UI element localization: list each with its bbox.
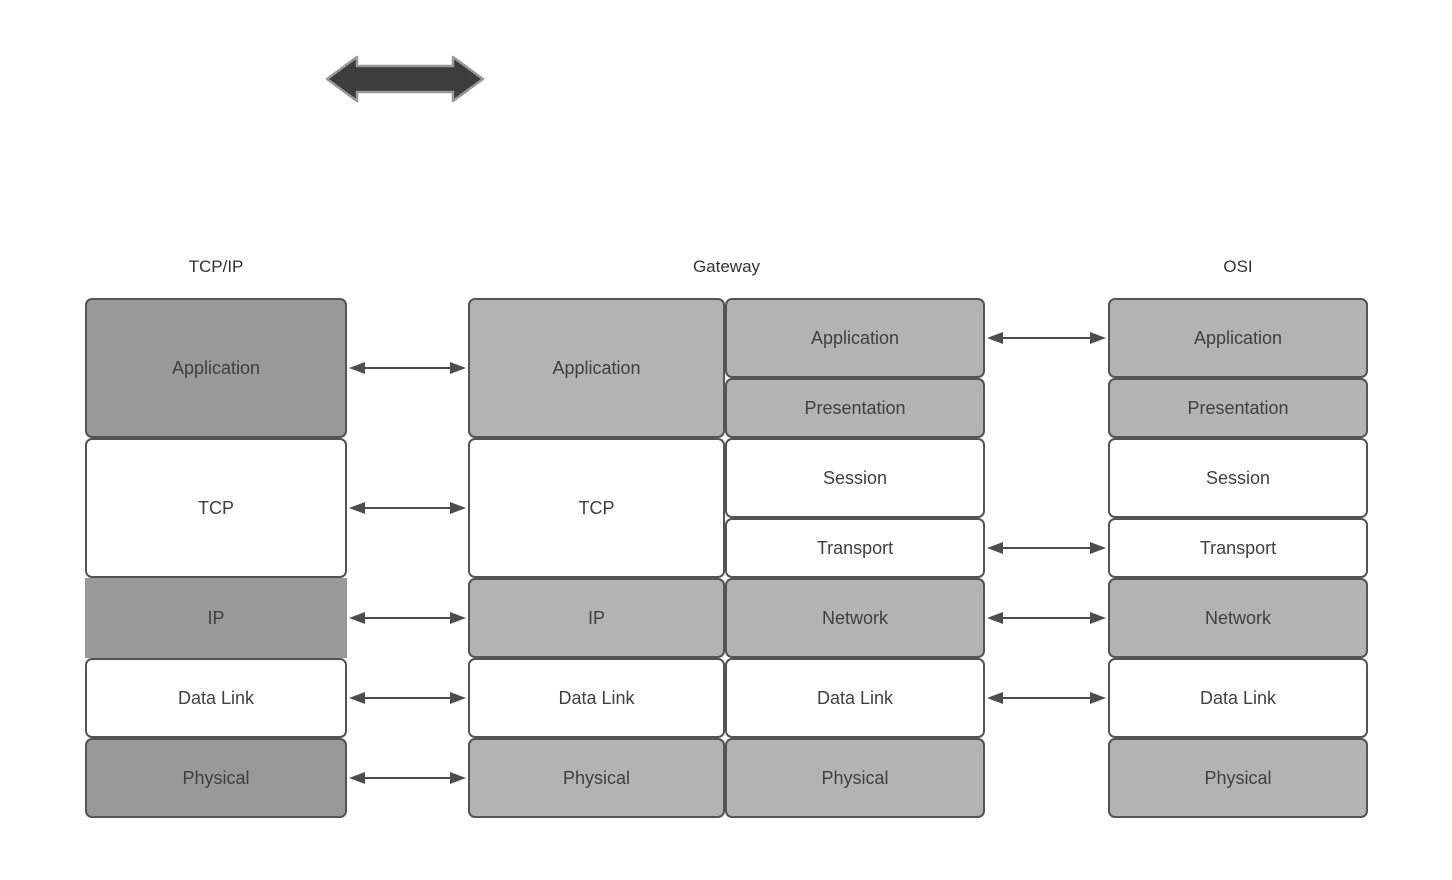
layer-label: Data Link: [816, 687, 894, 708]
layer-box-gateway-left-tcp: TCP: [468, 438, 725, 578]
layer-label: Data Link: [177, 687, 255, 708]
layer-label: Physical: [562, 767, 631, 788]
layer-box-osi-presentation: Presentation: [1108, 378, 1368, 438]
layer-label: Transport: [1199, 537, 1277, 558]
layer-box-osi-data-link: Data Link: [1108, 658, 1368, 738]
layer-box-tcpip-application: Application: [85, 298, 347, 438]
layer-label: TCP: [578, 497, 615, 518]
connector-tcpip-gateway-physical: [349, 772, 466, 784]
column-header-tcpip: TCP/IP: [188, 257, 244, 276]
layer-label: Application: [171, 357, 261, 378]
layer-label: Transport: [816, 537, 894, 558]
column-header-osi: OSI: [1223, 257, 1253, 276]
layer-box-gateway-right-network: Network: [725, 578, 985, 658]
layer-label: Network: [1204, 607, 1271, 628]
layer-box-osi-transport: Transport: [1108, 518, 1368, 578]
layer-label: IP: [587, 607, 605, 628]
layer-box-gateway-right-data-link: Data Link: [725, 658, 985, 738]
layer-box-osi-session: Session: [1108, 438, 1368, 518]
layer-box-tcpip-tcp: TCP: [85, 438, 347, 578]
layer-box-gateway-right-session: Session: [725, 438, 985, 518]
layer-label: Presentation: [804, 397, 906, 418]
layer-label: Data Link: [558, 687, 635, 708]
layer-box-gateway-right-physical: Physical: [725, 738, 985, 818]
layer-box-gateway-right-transport: Transport: [725, 518, 985, 578]
layer-box-tcpip-data-link: Data Link: [85, 658, 347, 738]
layer-label: Physical: [1204, 767, 1272, 788]
layer-label: Session: [1205, 467, 1271, 488]
connector-tcpip-gateway-tcp: [349, 502, 466, 514]
layer-label: TCP: [198, 497, 234, 518]
layer-box-osi-application: Application: [1108, 298, 1368, 378]
connector-gateway-osi-transport: [987, 542, 1106, 554]
connector-gateway-osi-network: [987, 612, 1106, 624]
connector-tcpip-gateway-application: [349, 362, 466, 374]
layer-box-osi-physical: Physical: [1108, 738, 1368, 818]
layer-box-gateway-left-data-link: Data Link: [468, 658, 725, 738]
layer-label: Network: [821, 607, 888, 628]
layer-label: IP: [207, 607, 225, 628]
column-header-gateway: Gateway: [692, 257, 761, 276]
layer-label: Presentation: [1187, 397, 1289, 418]
layer-label: Application: [552, 357, 641, 378]
connector-tcpip-gateway-data-link: [349, 692, 466, 704]
layer-box-gateway-left-application: Application: [468, 298, 725, 438]
layer-box-tcpip-physical: Physical: [85, 738, 347, 818]
layer-box-osi-network: Network: [1108, 578, 1368, 658]
layer-label: Session: [822, 467, 888, 488]
layer-box-gateway-right-application: Application: [725, 298, 985, 378]
connector-gateway-osi-data-link: [987, 692, 1106, 704]
layer-label: Application: [1193, 327, 1283, 348]
double-headed-arrow-icon: [325, 55, 485, 103]
layer-box-gateway-left-physical: Physical: [468, 738, 725, 818]
layer-label: Physical: [182, 767, 250, 788]
layer-box-gateway-right-presentation: Presentation: [725, 378, 985, 438]
layer-label: Data Link: [1199, 687, 1277, 708]
connector-gateway-osi-application: [987, 332, 1106, 344]
connector-tcpip-gateway-ip: [349, 612, 466, 624]
layer-label: Application: [810, 327, 900, 348]
layer-box-tcpip-ip: IP: [85, 578, 347, 658]
layer-box-gateway-left-ip: IP: [468, 578, 725, 658]
layer-label: Physical: [821, 767, 889, 788]
